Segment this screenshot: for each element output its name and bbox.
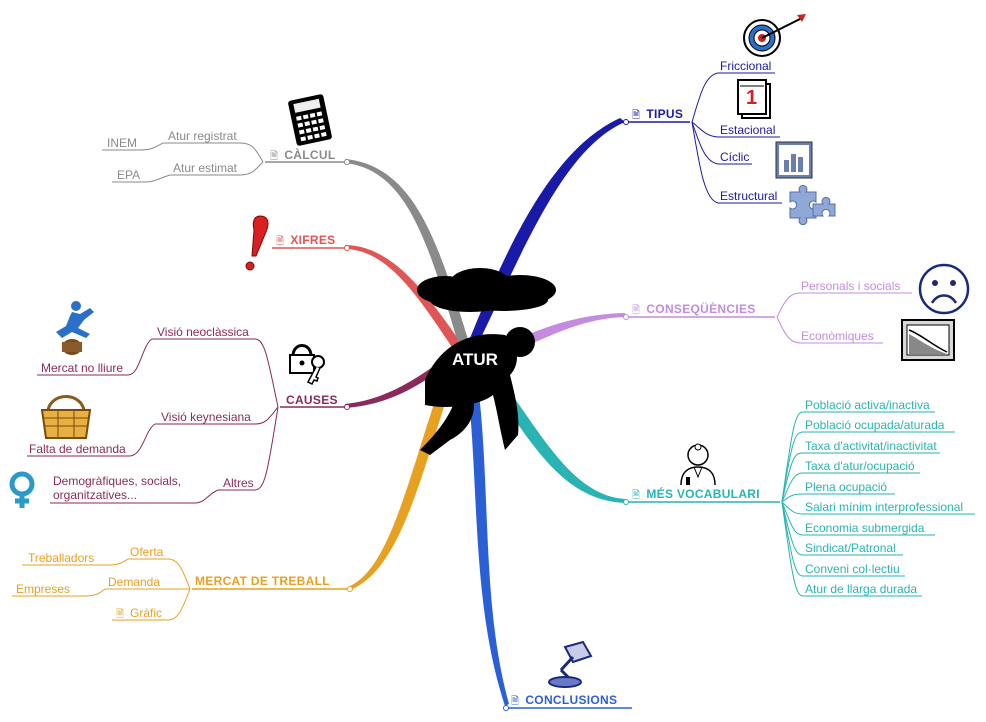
node-economiques[interactable]: Econòmiques [801,329,874,343]
node-vocab-item[interactable]: Població activa/inactiva [805,398,930,412]
node-demanda[interactable]: Demanda [108,575,161,589]
node-atur-estimat[interactable]: Atur estimat [173,161,238,175]
document-icon: 🗎 [632,110,641,121]
node-empreses[interactable]: Empreses [16,582,71,596]
node-conclusions[interactable]: 🗎CONCLUSIONS [511,693,618,707]
node-falta-demanda[interactable]: Falta de demanda [29,442,126,456]
node-vocab-item[interactable]: Població ocupada/aturada [805,418,945,432]
node-consequencies[interactable]: 🗎CONSEQÜÈNCIES [632,302,756,316]
node-causes[interactable]: CAUSES [286,393,338,407]
document-icon: 🗎 [632,305,641,316]
node-vocab-item[interactable]: Salari mínim interprofessional [805,500,964,514]
doctor-icon [680,443,716,486]
node-personals-socials[interactable]: Personals i socials [801,279,901,293]
node-estacional[interactable]: Estacional [720,123,776,137]
puzzle-icon [789,184,836,226]
node-vocab-item[interactable]: Atur de llarga durada [805,582,918,596]
female-symbol-icon [9,471,35,508]
node-ciclic[interactable]: Cíclic [720,150,750,164]
node-vocab-item[interactable]: Economia submergida [805,521,925,535]
node-vocab-item[interactable]: Sindicat/Patronal [805,541,896,555]
document-icon: 🗎 [270,151,279,162]
node-atur-registrat[interactable]: Atur registrat [168,129,237,143]
node-altres[interactable]: Altres [223,476,254,490]
node-visio-neoclassica[interactable]: Visió neoclàssica [157,325,249,339]
branch-connector-conclusions [466,370,509,706]
node-xifres[interactable]: 🗎XIFRES [276,233,336,247]
node-inem[interactable]: INEM [107,136,137,150]
node-vocab-item[interactable]: Plena ocupació [805,480,888,494]
chart-window-icon [901,319,955,361]
branch-connector-tipus [462,118,625,360]
center-node-atur[interactable]: ATUR [452,350,498,369]
node-vocab-item[interactable]: Conveni col·lectiu [805,562,900,576]
target-icon [743,14,806,57]
desk-lamp-icon [548,640,593,688]
node-friccional[interactable]: Friccional [720,59,772,73]
svg-text:1: 1 [746,87,757,109]
basket-icon [40,395,92,439]
runner-icon [56,301,94,355]
node-mes-vocabulari[interactable]: 🗎MÉS VOCABULARI [632,487,760,501]
node-vocab-item[interactable]: Taxa d'activitat/inactivitat [805,439,937,453]
document-icon: 🗎 [116,609,125,620]
branch-connector-calcul [345,159,472,356]
document-icon: 🗎 [276,236,285,247]
node-vocab-item[interactable]: Taxa d'atur/ocupació [805,459,915,473]
node-mercat-no-lliure[interactable]: Mercat no lliure [41,361,124,375]
calendar-icon: 1 [737,79,771,119]
document-icon: 🗎 [511,696,520,707]
central-figure [417,268,556,455]
bar-chart-icon [775,141,813,179]
document-icon: 🗎 [632,490,641,501]
node-tipus[interactable]: 🗎TIPUS [632,107,684,121]
node-estructural[interactable]: Estructural [720,189,778,203]
calculator-icon [288,94,332,146]
sad-face-icon [918,263,970,315]
node-oferta[interactable]: Oferta [130,545,164,559]
node-demografiques[interactable]: Demogràfiques, socials,organitzatives... [53,474,182,502]
node-calcul[interactable]: 🗎CÀLCUL [270,148,336,162]
node-epa[interactable]: EPA [117,168,141,182]
node-grafic[interactable]: 🗎Gràfic [116,606,163,620]
node-mercat-treball[interactable]: MERCAT DE TREBALL [195,574,330,588]
node-visio-keynesiana[interactable]: Visió keynesiana [161,410,251,424]
branch-connector-mercat [350,368,455,590]
padlock-key-icon [289,344,325,386]
exclamation-icon [245,215,269,271]
node-treballadors[interactable]: Treballadors [28,551,95,565]
